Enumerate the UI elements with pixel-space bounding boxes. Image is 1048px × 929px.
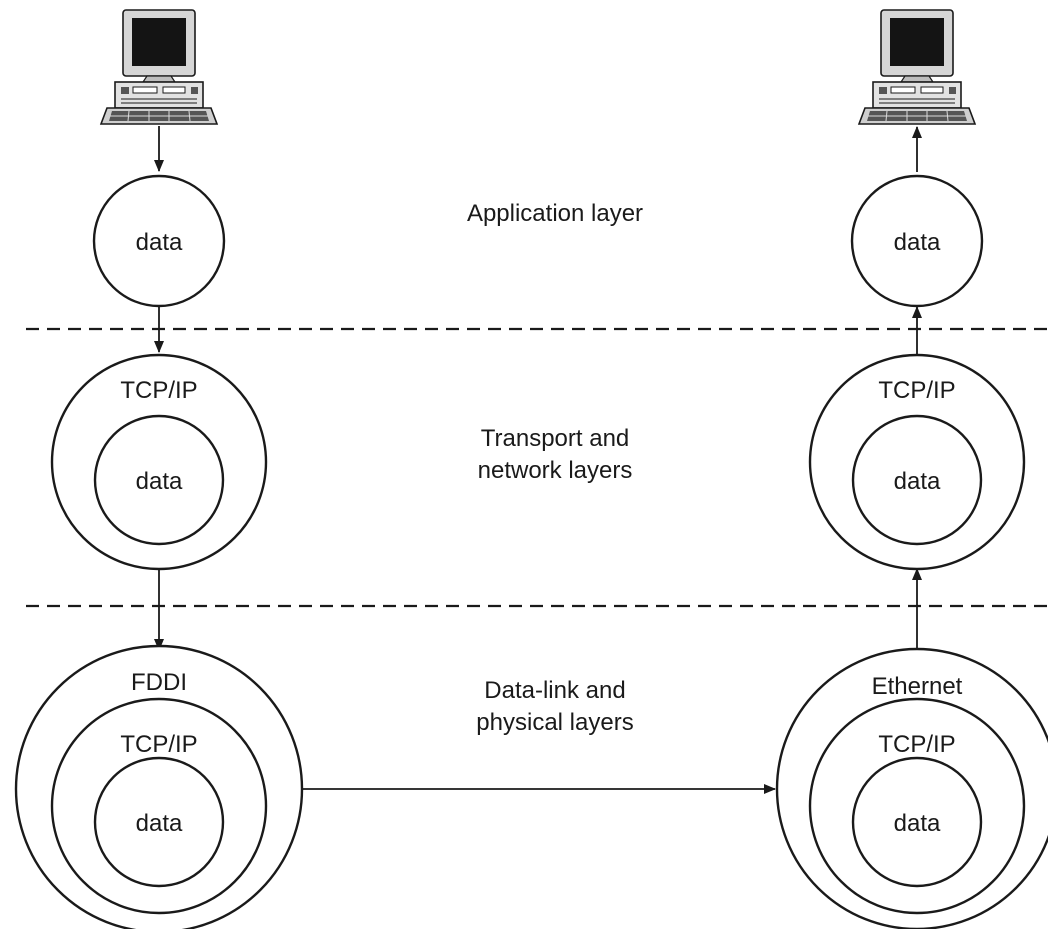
datalink-layer-label-line1: Data-link and: [484, 677, 625, 704]
receiver-tcpip-label: TCP/IP: [878, 377, 955, 404]
receiver-computer-icon: [858, 9, 976, 125]
sender-tcpip-label: TCP/IP: [120, 377, 197, 404]
transport-layer-label-line1: Transport and: [481, 425, 630, 452]
receiver-app-data-circle: [850, 174, 984, 308]
transport-layer-label-line2: network layers: [478, 457, 633, 484]
sender-transport-data-label: data: [136, 468, 183, 495]
datalink-layer-label-line2: physical layers: [476, 709, 633, 736]
sender-link-data-label: data: [136, 810, 183, 837]
receiver-link-data-circle: [851, 756, 983, 888]
receiver-link-tcpip-label: TCP/IP: [878, 731, 955, 758]
receiver-ethernet-label: Ethernet: [872, 673, 963, 700]
sender-link-data-circle: [93, 756, 225, 888]
sender-app-data-label: data: [136, 229, 183, 256]
receiver-link-data-label: data: [894, 810, 941, 837]
sender-computer-icon: [100, 9, 218, 125]
receiver-app-data-label: data: [894, 229, 941, 256]
receiver-transport-data-circle: [851, 414, 983, 546]
sender-link-tcpip-label: TCP/IP: [120, 731, 197, 758]
application-layer-label: Application layer: [467, 200, 643, 227]
sender-transport-data-circle: [93, 414, 225, 546]
sender-fddi-label: FDDI: [131, 669, 187, 696]
receiver-transport-data-label: data: [894, 468, 941, 495]
sender-app-data-circle: [92, 174, 226, 308]
